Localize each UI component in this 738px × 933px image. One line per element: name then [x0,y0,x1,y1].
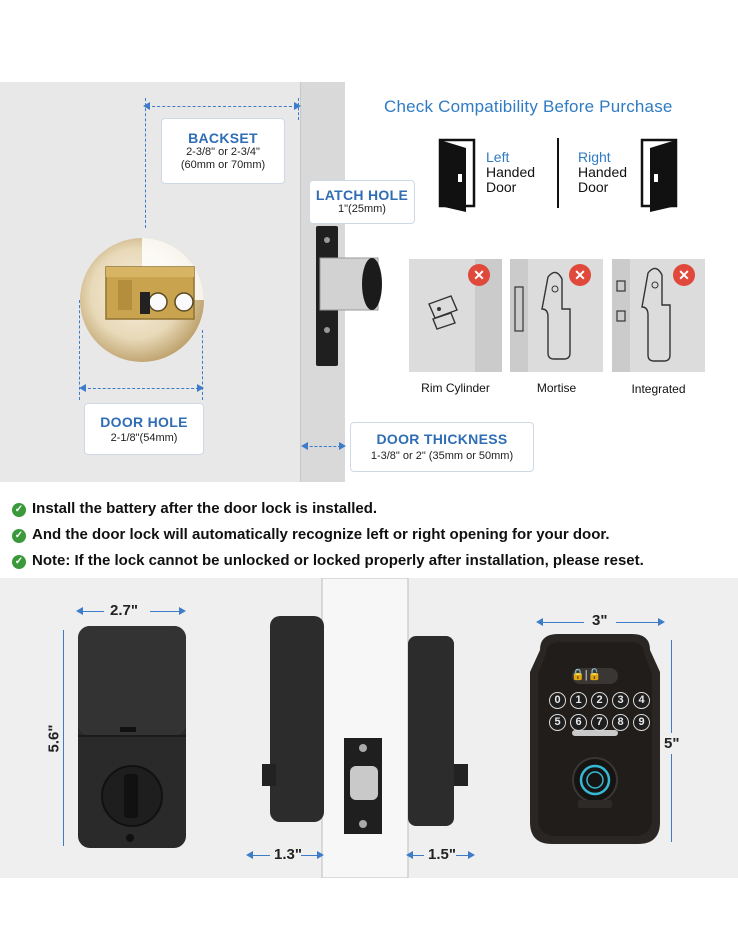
integrated-icon [612,259,671,372]
front-width-label: 3" [592,612,608,629]
right-door-line1: Right [578,149,611,165]
backset-guide [145,98,146,228]
key-9[interactable]: 9 [633,714,650,731]
arrow-right-icon [317,851,324,859]
arrow-left-icon [536,618,543,626]
x-icon: ✕ [569,264,591,286]
door-hole-guide [202,330,203,400]
back-depth-label: 1.3" [274,846,302,863]
latch-hole-label: LATCH HOLE 1"(25mm) [309,180,415,224]
latch-hole-title: LATCH HOLE [315,187,409,203]
compatibility-title: Check Compatibility Before Purchase [384,97,673,116]
lock-unlock-icon: 🔒|🔓 [571,669,602,681]
door-thickness-label: DOOR THICKNESS 1-3/8" or 2" (35mm or 50m… [350,422,534,472]
arrow-right-icon [197,384,204,392]
left-door-line1: Left [486,149,510,165]
keypad-row-2: 5 6 7 8 9 [549,714,650,731]
backset-value: 2-3/8" or 2-3/4" [186,146,260,158]
left-handed-door-icon [438,138,476,212]
arrow-right-icon [658,618,665,626]
key-5[interactable]: 5 [549,714,566,731]
side-view-illustration [262,578,468,878]
key-0[interactable]: 0 [549,692,566,709]
door-hole-illustration [80,238,204,362]
checkmark-icon: ✓ [12,555,26,569]
back-height-label: 5.6" [45,724,63,753]
arrow-left-icon [301,442,308,450]
arrow-left-icon [406,851,413,859]
mortise-caption: Mortise [536,381,577,395]
key-8[interactable]: 8 [612,714,629,731]
door-thickness-value: 1-3/8" or 2" (35mm or 50mm) [370,450,514,462]
front-height-label: 5" [664,733,680,754]
width-line [150,611,180,612]
right-handed-door-icon [640,138,678,212]
backset-title: BACKSET [188,130,258,146]
key-7[interactable]: 7 [591,714,608,731]
door-hole-dimension-line [83,388,199,389]
checkmark-icon: ✓ [12,529,26,543]
depth-line [301,855,319,856]
x-icon: ✕ [468,264,490,286]
depth-line [250,855,270,856]
backset-metric: (60mm or 70mm) [180,159,266,171]
right-handed-door-label: Right Handed Door [578,150,627,195]
keypad-unit-illustration [530,634,660,844]
left-door-line2: Handed [486,164,536,180]
arrow-left-icon [79,384,86,392]
right-door-line3: Door [578,179,609,195]
note-text: Install the battery after the door lock … [32,500,378,517]
checkmark-icon: ✓ [12,503,26,517]
key-4[interactable]: 4 [633,692,650,709]
note-2: ✓ And the door lock will automatically re… [12,526,610,543]
left-door-line3: Door [486,179,517,195]
width-line [80,611,104,612]
backset-guide [298,98,299,120]
arrow-left-icon [246,851,253,859]
latch-illustration [316,226,382,366]
arrow-left-icon [76,607,83,615]
key-6[interactable]: 6 [570,714,587,731]
door-thickness-title: DOOR THICKNESS [376,431,508,447]
width-line [616,622,660,623]
door-hole-title: DOOR HOLE [100,414,188,430]
depth-line [456,855,470,856]
left-handed-door-label: Left Handed Door [486,150,535,195]
arrow-right-icon [468,851,475,859]
rim-cylinder-caption: Rim Cylinder [421,381,490,395]
keypad-row-1: 0 1 2 3 4 [549,692,650,709]
integrated-card [612,259,705,372]
note-text: Note: If the lock cannot be unlocked or … [32,552,644,569]
mortise-icon [510,259,571,372]
depth-line [410,855,424,856]
back-unit-illustration [78,626,186,848]
arrow-right-icon [339,442,346,450]
door-thickness-dimension-line [305,446,341,447]
height-line [63,630,64,846]
front-depth-label: 1.5" [428,846,456,863]
key-2[interactable]: 2 [591,692,608,709]
backset-label: BACKSET 2-3/8" or 2-3/4" (60mm or 70mm) [161,118,285,184]
divider [557,138,559,208]
latch-hole-value: 1"(25mm) [338,203,386,215]
mortise-card [510,259,603,372]
back-width-label: 2.7" [110,602,138,619]
backset-dimension-line [147,106,297,107]
arrow-right-icon [294,102,301,110]
arrow-right-icon [179,607,186,615]
width-line [540,622,584,623]
door-hole-guide [79,300,80,400]
note-text: And the door lock will automatically rec… [32,526,610,543]
key-3[interactable]: 3 [612,692,629,709]
arrow-left-icon [143,102,150,110]
key-1[interactable]: 1 [570,692,587,709]
integrated-caption: Integrated [631,382,686,396]
x-icon: ✕ [673,264,695,286]
note-3: ✓ Note: If the lock cannot be unlocked or… [12,552,644,569]
door-hole-value: 2-1/8"(54mm) [110,432,178,444]
door-hole-label: DOOR HOLE 2-1/8"(54mm) [84,403,204,455]
note-1: ✓ Install the battery after the door lock… [12,500,377,517]
right-door-line2: Handed [578,164,628,180]
